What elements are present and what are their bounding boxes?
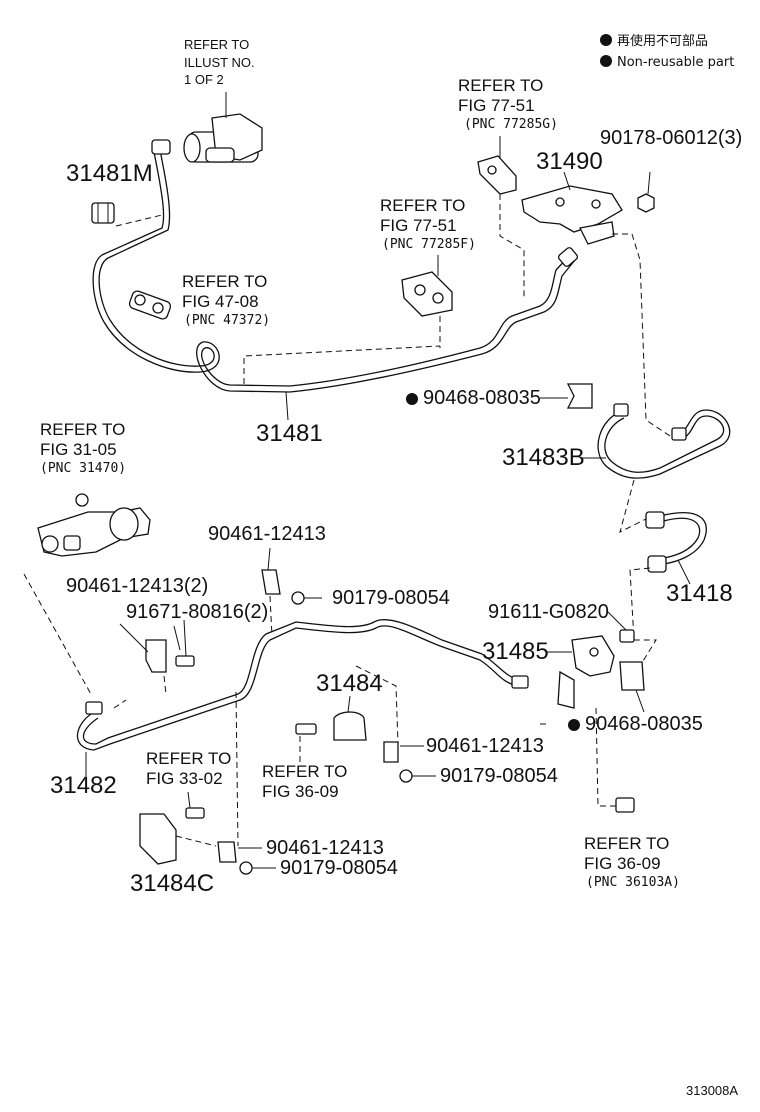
bracket-31484c <box>139 791 205 865</box>
part-90179-08054-top[interactable]: 90179-08054 <box>332 587 450 609</box>
part-31418[interactable]: 31418 <box>666 580 733 607</box>
clip-90468-upper <box>540 383 593 409</box>
pnc-36103a: (PNC 36103A) <box>586 875 680 890</box>
pipe-31483b <box>580 403 731 479</box>
clamp-77285g <box>477 136 517 195</box>
pnc-31470: (PNC 31470) <box>40 461 127 476</box>
clamp-77285f <box>401 255 453 317</box>
ref-illust: REFER TO ILLUST NO. 1 OF 2 <box>184 37 255 88</box>
part-91611-g0820[interactable]: 91611-G0820 <box>488 601 609 623</box>
part-31485[interactable]: 31485 <box>482 638 549 665</box>
pnc-77285f: (PNC 77285F) <box>382 237 476 252</box>
part-90179-08054-mid[interactable]: 90179-08054 <box>440 765 558 787</box>
non-reusable-dot-icon <box>600 34 612 46</box>
part-31483b[interactable]: 31483B <box>502 444 585 471</box>
clamp-47372 <box>128 290 172 320</box>
non-reusable-dot-icon <box>568 719 580 731</box>
pipe-31482 <box>76 619 529 751</box>
bolt-91611 <box>607 611 635 643</box>
brake-master-cylinder <box>183 92 263 163</box>
pnc-47372: (PNC 47372) <box>184 313 271 328</box>
part-31490[interactable]: 31490 <box>536 148 603 175</box>
clip-31481m <box>91 202 115 224</box>
ref-fig-77-51-f: REFER TO FIG 77-51 <box>380 196 466 235</box>
bracket-31490 <box>521 171 623 245</box>
part-31484c[interactable]: 31484C <box>130 870 215 897</box>
pnc-77285g: (PNC 77285G) <box>464 117 558 132</box>
nut-90178 <box>637 171 655 213</box>
bracket-90461-mid <box>383 741 436 783</box>
part-91671-80816-2[interactable]: 91671-80816(2) <box>126 601 269 623</box>
bracket-90461-top <box>261 547 322 605</box>
ref-fig-77-51-g: REFER TO FIG 77-51 <box>458 76 544 115</box>
pipe-31481 <box>92 149 576 393</box>
part-90461-12413-2[interactable]: 90461-12413(2) <box>66 575 209 597</box>
part-90461-12413-low[interactable]: 90461-12413 <box>266 837 384 859</box>
ref-fig-36-09-b: REFER TO FIG 36-09 <box>584 834 670 873</box>
bolt-36103a <box>615 797 635 813</box>
non-reusable-dot-icon <box>406 393 418 405</box>
part-31481[interactable]: 31481 <box>256 420 323 447</box>
part-90461-12413-top[interactable]: 90461-12413 <box>208 523 326 545</box>
flexible-hose-31418 <box>645 511 707 585</box>
legend-en: Non-reusable part <box>600 55 734 69</box>
part-31481m[interactable]: 31481M <box>66 160 153 187</box>
legend-jp: 再使用不可部品 <box>600 34 708 48</box>
part-90179-08054-low[interactable]: 90179-08054 <box>280 857 398 879</box>
part-90461-12413-mid[interactable]: 90461-12413 <box>426 735 544 757</box>
figure-id: 313008A <box>686 1083 739 1098</box>
bracket-31485 <box>546 635 615 709</box>
bracket-90461-left <box>119 623 167 673</box>
ref-fig-33-02: REFER TO FIG 33-02 <box>146 749 232 788</box>
pipe-end-fitting-top <box>151 139 579 267</box>
ref-fig-47-08: REFER TO FIG 47-08 <box>182 272 268 311</box>
part-90468-08035-upper[interactable]: 90468-08035 <box>406 388 541 408</box>
part-31484[interactable]: 31484 <box>316 670 383 697</box>
ref-fig-36-09-a: REFER TO FIG 36-09 <box>262 762 348 801</box>
bolt-91671 <box>175 619 195 667</box>
part-31482[interactable]: 31482 <box>50 772 117 799</box>
bracket-90461-low <box>217 841 276 875</box>
ref-fig-31-05: REFER TO FIG 31-05 <box>40 420 126 459</box>
part-90178-06012[interactable]: 90178-06012(3) <box>600 127 743 149</box>
part-90468-08035-lower[interactable]: 90468-08035 <box>568 714 703 734</box>
bracket-31484 <box>295 695 367 741</box>
non-reusable-dot-icon <box>600 55 612 67</box>
clip-90468-lower <box>619 661 645 713</box>
release-cylinder-31470 <box>37 493 151 557</box>
